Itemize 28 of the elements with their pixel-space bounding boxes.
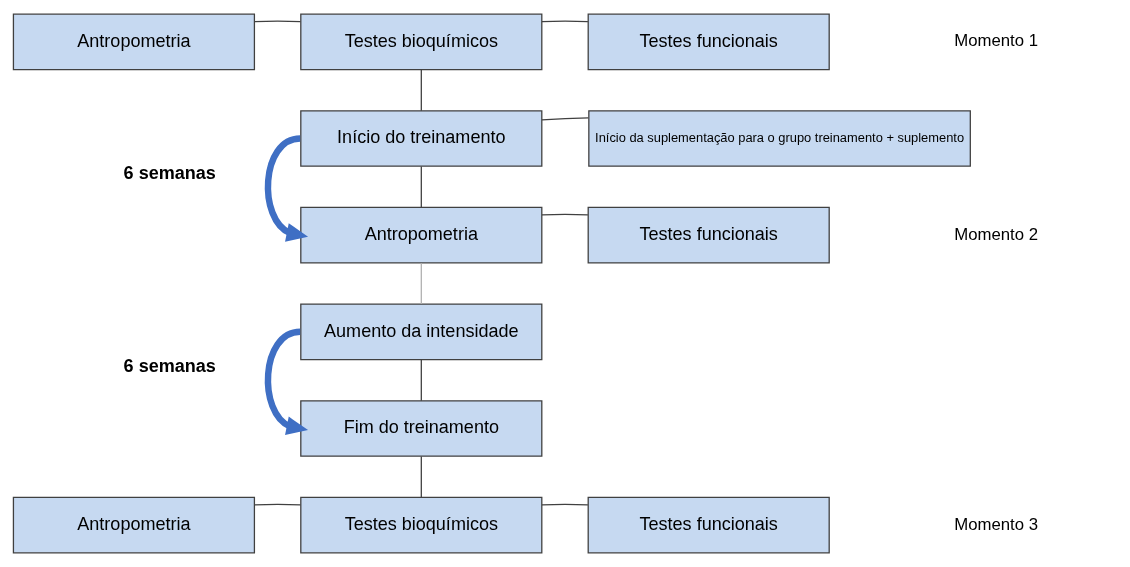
node-box: Antropometria <box>12 496 256 554</box>
connector <box>420 455 422 499</box>
node-box: Testes funcionais <box>587 496 830 554</box>
connector <box>420 69 422 112</box>
connector <box>253 20 302 23</box>
node-box: Antropometria <box>300 206 543 264</box>
connector <box>420 359 422 402</box>
connector <box>541 117 590 121</box>
node-box: Aumento da intensidade <box>300 303 543 361</box>
connector <box>541 213 589 216</box>
node-box: Testes funcionais <box>587 206 830 264</box>
node-box: Início do treinamento <box>300 110 543 167</box>
label: Momento 3 <box>954 514 1038 534</box>
connector <box>253 503 302 506</box>
node-box: Início da suplementação para o grupo treinamento + suplemento <box>588 110 971 167</box>
edge-label: 6 semanas <box>123 162 216 183</box>
node-box: Testes bioquímicos <box>300 13 543 71</box>
connector <box>420 262 422 305</box>
connector <box>541 503 589 506</box>
connector <box>420 165 422 209</box>
connector <box>541 20 589 23</box>
node-box: Fim do treinamento <box>300 400 543 457</box>
label: Momento 1 <box>954 31 1038 51</box>
node-box: Testes bioquímicos <box>300 496 543 554</box>
node-box: Testes funcionais <box>587 13 830 71</box>
label: Momento 2 <box>954 224 1038 244</box>
node-box: Antropometria <box>12 13 256 71</box>
edge-label: 6 semanas <box>123 356 216 377</box>
